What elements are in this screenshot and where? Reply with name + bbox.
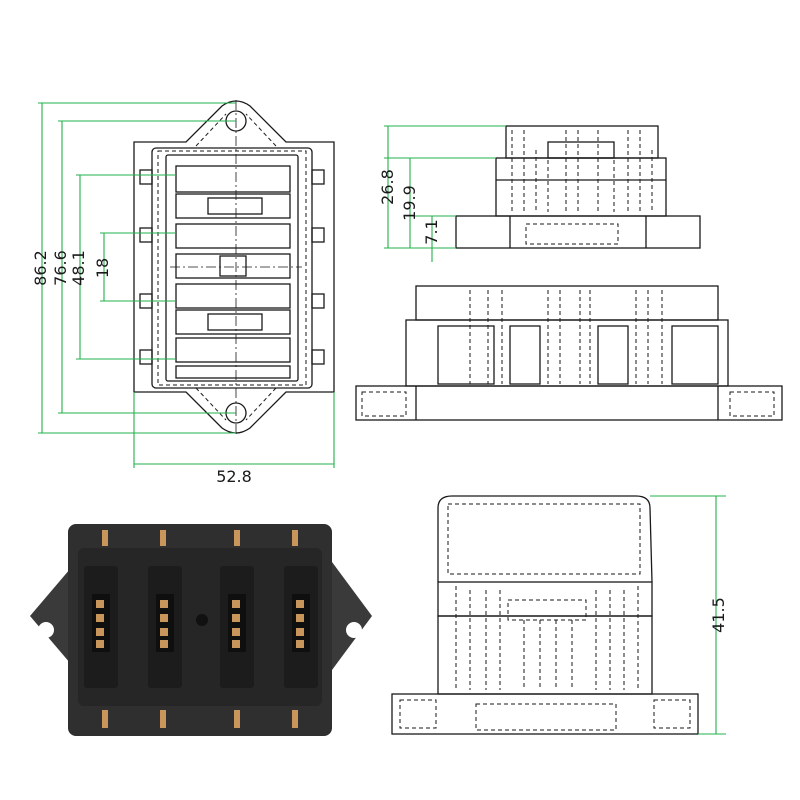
photo-mount-hole-left [38,622,54,638]
dim-total-height: 41.5 [709,597,728,633]
terminal-pin [160,530,166,546]
fuse-slot-4 [284,566,318,688]
side-view-dimensions: 26.8 19.9 7.1 [378,125,506,262]
end-view-dimensions: 41.5 [650,495,728,735]
top-view [133,100,335,436]
terminal-pin [292,530,298,546]
dim-slot-span: 48.1 [69,250,88,286]
dim-body-width: 52.8 [216,467,252,486]
dim-hole-spacing: 76.6 [51,250,70,286]
side-view [455,125,701,249]
front-view [355,285,783,421]
dim-overall-height: 86.2 [31,250,50,286]
photo-mount-hole-right [346,622,362,638]
dim-side-total-height: 26.8 [378,169,397,205]
fuse-slot-2 [148,566,182,688]
terminal-pin [234,710,240,728]
fuse-slot-3 [220,566,254,688]
terminal-pin [292,710,298,728]
fuse-slot-1 [84,566,118,688]
end-view [391,495,699,735]
terminal-pin [234,530,240,546]
dim-slot-pitch: 18 [93,258,112,278]
terminal-pin [102,530,108,546]
terminal-pin [160,710,166,728]
dim-side-mid-height: 19.9 [400,185,419,221]
product-photo [30,524,372,736]
terminal-pin [102,710,108,728]
dim-base-thickness: 7.1 [422,219,441,244]
center-screw-hole [196,614,208,626]
top-view-dimensions: 86.2 76.6 48.1 18 52.8 [31,102,335,486]
